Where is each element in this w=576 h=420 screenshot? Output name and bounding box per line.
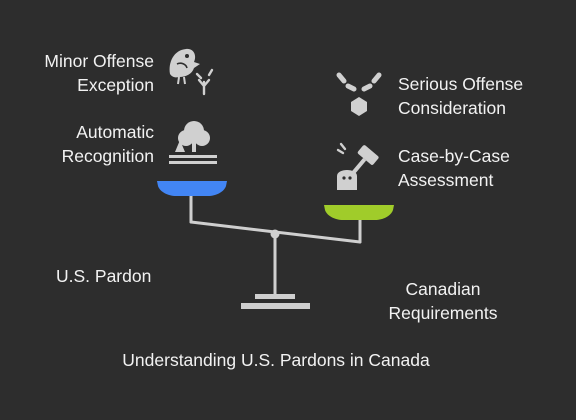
- scale-pole: [273, 238, 277, 294]
- scale-pivot: [270, 229, 280, 239]
- case-by-case-label: Case-by-Case Assessment: [398, 146, 510, 190]
- scale-base-top: [255, 294, 295, 299]
- chain-hexagon-icon: [336, 72, 382, 116]
- us-pardon-label: U.S. Pardon: [56, 266, 152, 286]
- bird-sprout-icon: [169, 48, 214, 96]
- diagram-title: Understanding U.S. Pardons in Canada: [122, 350, 430, 370]
- automatic-recognition-label: Automatic Recognition: [61, 122, 154, 166]
- serious-offense-label: Serious Offense Consideration: [398, 74, 524, 118]
- minor-offense-label: Minor Offense Exception: [44, 51, 154, 95]
- canadian-requirements-pan: [324, 205, 394, 220]
- scale-base: [241, 303, 310, 309]
- us-pardon-pan: [157, 181, 227, 196]
- gavel-icon: [336, 142, 379, 190]
- tree-landscape-icon: [169, 121, 217, 164]
- canadian-requirements-label: Canadian Requirements: [388, 279, 498, 323]
